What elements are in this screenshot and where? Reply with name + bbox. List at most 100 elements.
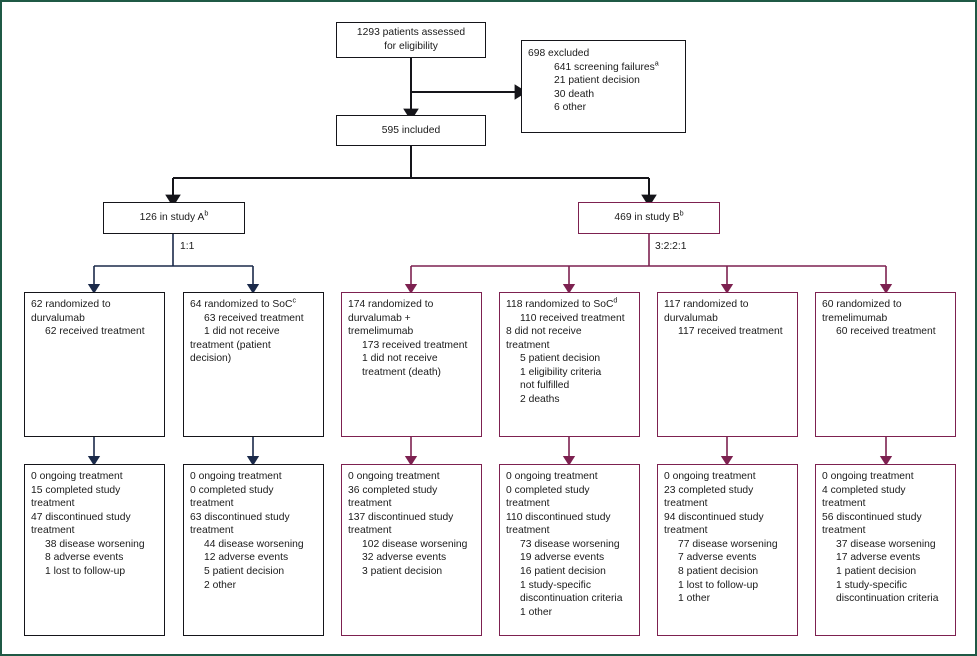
randomization-box-b-tremelimumab: 60 randomized to tremelimumab 60 received …	[815, 292, 956, 437]
randomization-line: 62 randomized to	[31, 299, 111, 310]
assessed-line-1: 1293 patients assessed	[356, 27, 466, 39]
outcome-line: 3 patient decision	[362, 566, 443, 578]
randomization-line: 173 received treatment	[362, 339, 468, 351]
footnote-mark-c: c	[292, 295, 297, 305]
outcome-line: 37 disease worsening	[836, 538, 936, 550]
outcome-line: 73 disease worsening	[520, 538, 620, 550]
randomization-line: 62 received treatment	[45, 326, 145, 338]
randomization-line: treatment (patient	[190, 339, 271, 351]
node-study-b: 469 in study Bb	[578, 202, 720, 234]
outcome-line: 4 completed study	[822, 484, 906, 496]
randomization-line: 118 randomized to SoCd	[506, 295, 618, 310]
randomization-line: 174 randomized to	[348, 299, 434, 310]
outcome-line: 1 study-specific	[836, 579, 907, 591]
randomization-line: durvalumab	[31, 312, 85, 324]
randomization-line: 63 received treatment	[204, 312, 304, 324]
randomization-line: tremelimumab	[822, 312, 888, 324]
footnote-mark-b: b	[679, 208, 684, 218]
footnote-mark-d: d	[613, 295, 618, 305]
outcome-line: treatment	[348, 498, 392, 510]
outcome-line: treatment	[664, 498, 708, 510]
outcome-line: treatment	[31, 498, 75, 510]
excluded-item-other: 6 other	[554, 102, 587, 114]
outcome-line: 63 discontinued study	[190, 511, 290, 523]
outcome-line: 38 disease worsening	[45, 538, 145, 550]
study-b-label: 469 in study Bb	[614, 208, 684, 224]
randomization-line: 117 randomized to	[664, 299, 749, 310]
outcome-line: treatment	[348, 525, 392, 537]
outcome-line: 94 discontinued study	[664, 511, 764, 523]
outcome-line: treatment	[506, 498, 550, 510]
outcome-line: 47 discontinued study	[31, 511, 131, 523]
outcome-line: discontinuation criteria	[836, 593, 939, 605]
outcome-line: 0 completed study	[506, 484, 590, 496]
node-included: 595 included	[336, 115, 486, 146]
outcome-box-b-tremelimumab: 0 ongoing treatment 4 completed study trea…	[815, 464, 956, 636]
randomization-line: 60 randomized to	[822, 299, 902, 310]
outcome-line: 36 completed study	[348, 484, 438, 496]
randomization-line: 117 received treatment	[678, 326, 783, 338]
outcome-line: 0 ongoing treatment	[506, 471, 598, 482]
node-excluded: 698 excluded 641 screening failuresa 21 …	[521, 40, 686, 133]
randomization-line: 5 patient decision	[520, 353, 601, 365]
excluded-header: 698 excluded	[528, 48, 590, 59]
excluded-item-death: 30 death	[554, 88, 595, 100]
randomization-line: 64 randomized to SoCc	[190, 295, 297, 310]
outcome-line: 23 completed study	[664, 484, 754, 496]
study-a-label: 126 in study Ab	[139, 208, 209, 224]
randomization-box-a-durvalumab: 62 randomized to durvalumab 62 received tr…	[24, 292, 165, 437]
outcome-line: treatment	[190, 525, 234, 537]
outcome-box-b-durva-treme: 0 ongoing treatment 36 completed study tre…	[341, 464, 482, 636]
outcome-line: treatment	[822, 498, 866, 510]
node-assessed-for-eligibility: 1293 patients assessed for eligibility	[336, 22, 486, 58]
study-b-ratio-label: 3:2:2:1	[655, 241, 687, 252]
outcome-line: 5 patient decision	[204, 566, 285, 578]
outcome-line: 1 other	[678, 593, 711, 605]
outcome-line: 0 completed study	[190, 484, 274, 496]
included-label: 595 included	[381, 124, 441, 136]
randomization-line: 8 did not receive	[506, 326, 582, 338]
outcome-line: 77 disease worsening	[678, 538, 778, 550]
outcome-line: 56 discontinued study	[822, 511, 922, 523]
randomization-line: 1 did not receive	[362, 353, 438, 365]
assessed-line-2: for eligibility	[384, 41, 438, 52]
randomization-line: decision)	[190, 353, 232, 365]
randomization-box-b-durvalumab: 117 randomized to durvalumab 117 received …	[657, 292, 798, 437]
outcome-line: 102 disease worsening	[362, 538, 468, 550]
footnote-mark-b: b	[204, 208, 209, 218]
outcome-line: 12 adverse events	[204, 552, 289, 564]
node-study-a: 126 in study Ab	[103, 202, 245, 234]
outcome-box-b-durvalumab: 0 ongoing treatment 23 completed study tre…	[657, 464, 798, 636]
outcome-line: 110 discontinued study	[506, 511, 611, 523]
outcome-line: 0 ongoing treatment	[348, 471, 440, 482]
outcome-line: treatment	[822, 525, 866, 537]
outcome-line: 32 adverse events	[362, 552, 447, 564]
randomization-line: not fulfilled	[520, 380, 570, 392]
outcome-line: 0 ongoing treatment	[822, 471, 914, 482]
outcome-line: 1 patient decision	[836, 566, 917, 578]
randomization-line: durvalumab	[664, 312, 718, 324]
outcome-line: treatment	[190, 498, 234, 510]
outcome-line: 7 adverse events	[678, 552, 757, 564]
randomization-line: 60 received treatment	[836, 326, 936, 338]
excluded-item-patient-decision: 21 patient decision	[554, 75, 640, 87]
outcome-line: 1 lost to follow-up	[45, 566, 126, 578]
outcome-line: 0 ongoing treatment	[664, 471, 756, 482]
outcome-line: treatment	[31, 525, 75, 537]
randomization-line: 110 received treatment	[520, 312, 625, 324]
outcome-line: 15 completed study	[31, 484, 121, 496]
outcome-line: treatment	[506, 525, 550, 537]
footnote-mark-a: a	[654, 58, 659, 68]
randomization-line: treatment (death)	[362, 366, 441, 378]
outcome-line: 1 study-specific	[520, 579, 591, 591]
outcome-line: 0 ongoing treatment	[190, 471, 282, 482]
randomization-line: durvalumab +	[348, 312, 411, 324]
outcome-line: 1 lost to follow-up	[678, 579, 759, 591]
study-a-ratio-label: 1:1	[180, 241, 195, 252]
outcome-line: 8 adverse events	[45, 552, 124, 564]
outcome-line: 8 patient decision	[678, 566, 759, 578]
outcome-line: 44 disease worsening	[204, 538, 304, 550]
